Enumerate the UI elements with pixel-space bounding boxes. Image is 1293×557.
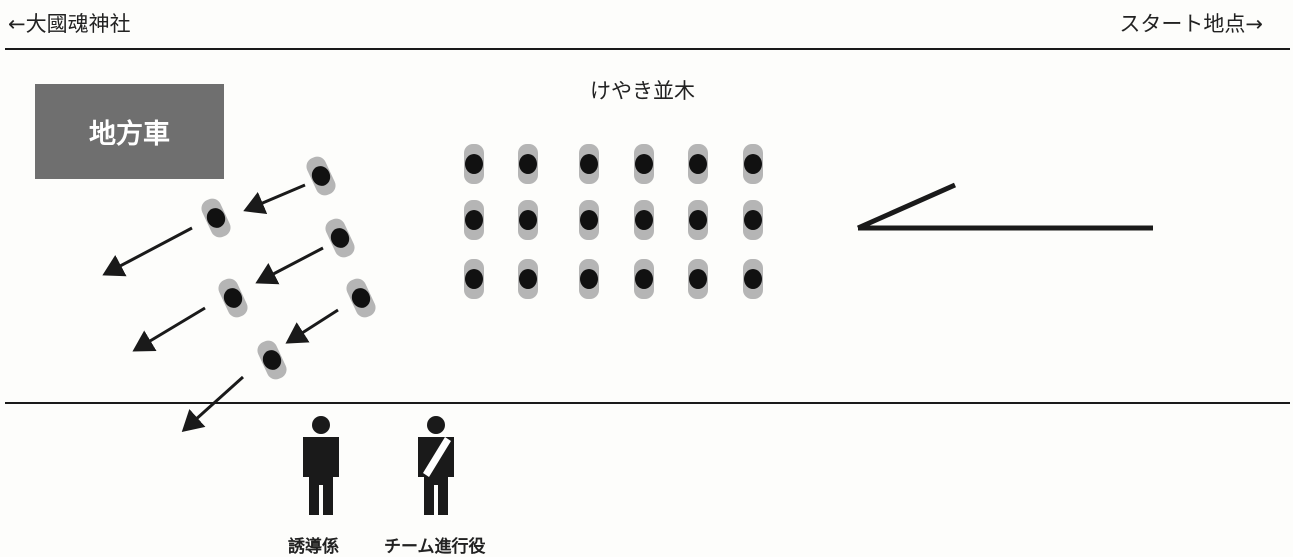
- car-icon: [688, 200, 708, 240]
- arrow: [243, 183, 306, 215]
- parked-cars-grid: [464, 144, 763, 299]
- car-icon: [518, 144, 538, 184]
- local-vehicle-label: 地方車: [89, 119, 170, 150]
- travel-direction-arrow: [856, 182, 1153, 231]
- car-icon: [257, 340, 287, 380]
- car-icon: [743, 200, 763, 240]
- car-icon: [218, 278, 248, 318]
- car-icon: [688, 144, 708, 184]
- car-icon: [688, 259, 708, 299]
- local-vehicle-box: [35, 84, 224, 179]
- car-icon: [464, 144, 484, 184]
- car-icon: [634, 259, 654, 299]
- car-icon: [346, 278, 376, 318]
- guide-caption: 誘導係: [288, 537, 339, 557]
- departing-cars: [201, 156, 376, 380]
- car-icon: [518, 259, 538, 299]
- movement-arrows: [102, 183, 339, 433]
- car-icon: [306, 156, 336, 196]
- car-icon: [201, 198, 231, 238]
- arrow: [285, 308, 339, 344]
- car-icon: [325, 218, 355, 258]
- road-name-label: けやき並木: [590, 79, 695, 103]
- arrow: [132, 306, 206, 352]
- team-leader-caption: チーム進行役: [384, 537, 486, 557]
- car-icon: [634, 200, 654, 240]
- car-icon: [464, 200, 484, 240]
- car-icon: [634, 144, 654, 184]
- local-vehicle: 地方車: [35, 84, 224, 179]
- car-icon: [579, 259, 599, 299]
- person-icon: [303, 416, 339, 515]
- arrow: [255, 246, 324, 285]
- car-icon: [579, 144, 599, 184]
- car-icon: [579, 200, 599, 240]
- car-icon: [518, 200, 538, 240]
- arrow: [102, 226, 193, 277]
- direction-label-left: ←大國魂神社: [8, 12, 131, 36]
- car-icon: [743, 259, 763, 299]
- direction-label-right: スタート地点→: [1119, 12, 1263, 36]
- person-with-sash-icon: [418, 416, 454, 515]
- car-icon: [743, 144, 763, 184]
- arrow: [181, 375, 245, 433]
- car-icon: [464, 259, 484, 299]
